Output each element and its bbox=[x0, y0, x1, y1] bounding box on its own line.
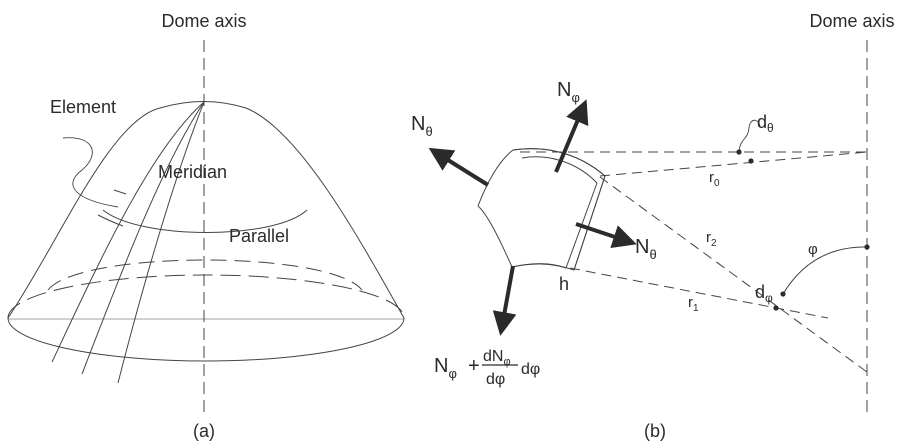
shell-element bbox=[477, 148, 606, 271]
phi-arc bbox=[782, 246, 868, 295]
meridian-line-2 bbox=[81, 101, 205, 375]
dome-outline bbox=[7, 101, 405, 319]
n-phi-top-label: Nφ bbox=[557, 79, 580, 105]
element-parallel-upper bbox=[113, 189, 127, 195]
r2-label: r2 bbox=[706, 229, 717, 249]
element-leader bbox=[62, 137, 119, 208]
d-theta-wiggle bbox=[738, 119, 761, 153]
bottom-force-expression: Nφ + dNφ dφ dφ bbox=[434, 348, 540, 388]
r0-line-lower bbox=[599, 151, 868, 177]
element-parallel-lower bbox=[97, 214, 124, 227]
caption-b: (b) bbox=[644, 421, 666, 441]
d-theta-label: dθ bbox=[757, 112, 774, 135]
parallel-label: Parallel bbox=[229, 226, 289, 246]
geometry-points bbox=[736, 149, 870, 311]
n-theta-left-arrow bbox=[428, 147, 490, 187]
r2-line bbox=[599, 176, 868, 373]
point-d-phi-1 bbox=[780, 291, 786, 297]
element-label: Element bbox=[50, 97, 116, 117]
dome-axis-label-a: Dome axis bbox=[161, 11, 246, 31]
h-label: h bbox=[559, 274, 569, 294]
point-d-theta-1 bbox=[736, 149, 742, 155]
n-theta-left-label: Nθ bbox=[411, 113, 433, 139]
dome-figure-a bbox=[7, 40, 405, 412]
n-phi-bottom-arrow bbox=[492, 265, 517, 336]
dome-base-front bbox=[7, 317, 405, 362]
expr-frac-num: dNφ bbox=[483, 348, 511, 368]
element-bottom-edge bbox=[511, 263, 567, 269]
dome-mid-dashed bbox=[47, 259, 363, 291]
r0-label: r0 bbox=[709, 169, 720, 189]
point-phi-axis bbox=[864, 244, 870, 250]
r1-label: r1 bbox=[688, 294, 699, 314]
r1-line bbox=[569, 267, 829, 319]
expr-tail: dφ bbox=[521, 361, 540, 378]
point-d-theta-2 bbox=[748, 158, 754, 164]
expr-n: Nφ bbox=[434, 355, 457, 381]
n-phi-top-arrow bbox=[554, 99, 589, 173]
n-theta-right-label: Nθ bbox=[635, 236, 657, 262]
point-d-phi-2 bbox=[773, 305, 779, 311]
dome-base-back bbox=[7, 274, 405, 319]
meridian-line-1 bbox=[51, 101, 205, 363]
n-theta-right-arrow bbox=[575, 222, 637, 249]
expr-plus: + bbox=[468, 355, 480, 377]
d-phi-label: dφ bbox=[755, 282, 773, 305]
caption-a: (a) bbox=[193, 421, 215, 441]
element-figure-b bbox=[428, 40, 868, 412]
meridian-line-3 bbox=[117, 101, 205, 384]
phi-label: φ bbox=[808, 241, 818, 258]
meridian-label: Meridian bbox=[158, 162, 227, 182]
expr-frac-den: dφ bbox=[486, 371, 505, 388]
dome-axis-label-b: Dome axis bbox=[809, 11, 894, 31]
